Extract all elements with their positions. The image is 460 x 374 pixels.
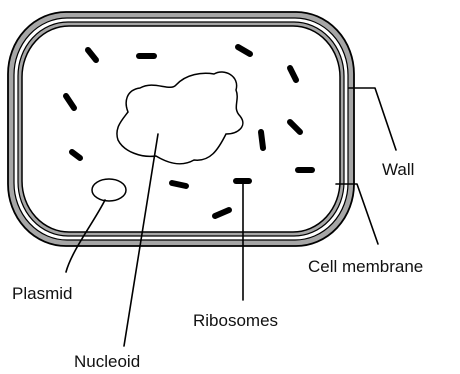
wall-leader-line [349, 88, 396, 150]
ribosome [261, 132, 263, 148]
ribosomes-label: Ribosomes [193, 311, 278, 330]
cell-membrane-label: Cell membrane [308, 257, 423, 276]
plasmid-label: Plasmid [12, 284, 72, 303]
plasmid-shape [92, 179, 126, 201]
wall-label: Wall [382, 160, 414, 179]
ribosome [172, 183, 186, 186]
nucleoid-label: Nucleoid [74, 352, 140, 371]
